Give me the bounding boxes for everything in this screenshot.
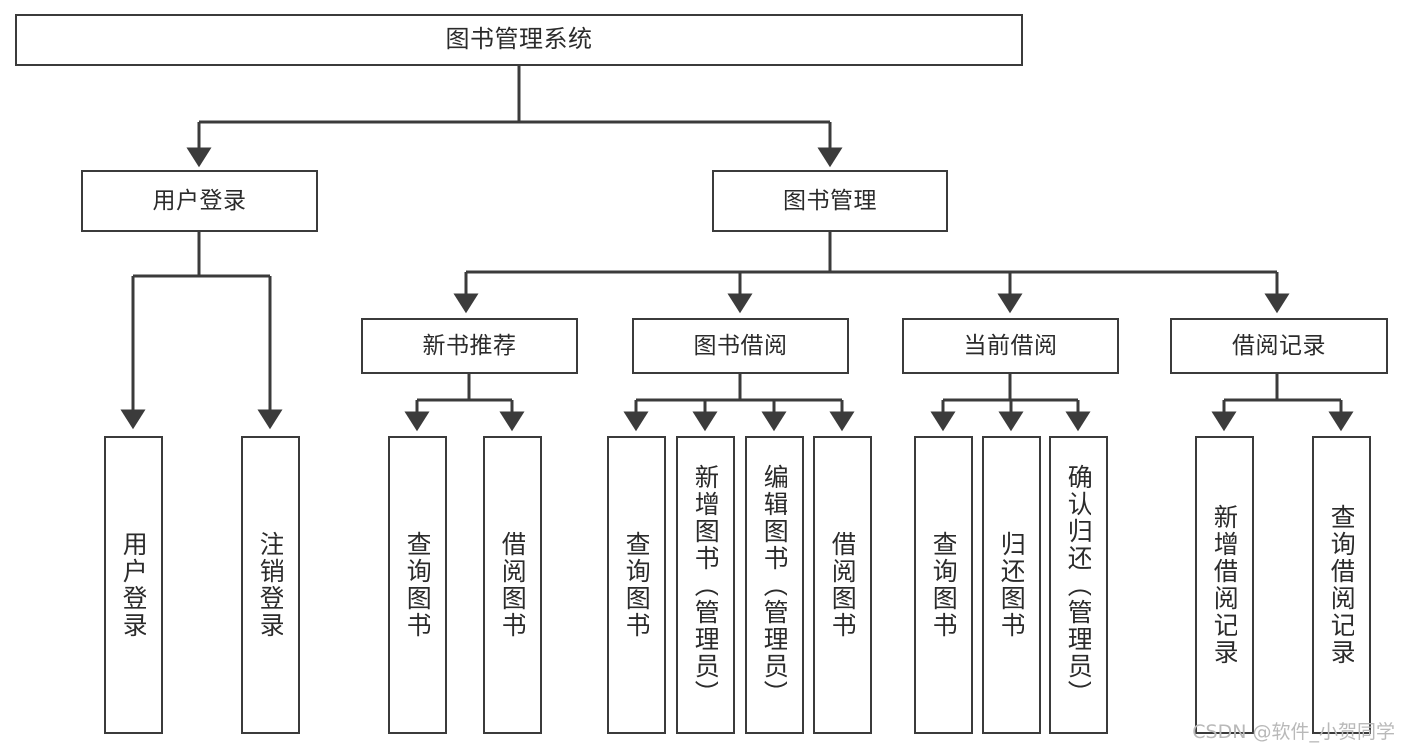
leaf-current-borrow-query-book[interactable]: 查询图书	[914, 436, 973, 734]
node-label: 用户登录	[152, 187, 247, 214]
leaf-borrow-record-query-record[interactable]: 查询借阅记录	[1312, 436, 1371, 734]
node-label: 新增借阅记录	[1211, 504, 1238, 666]
leaf-current-borrow-confirm-return-admin[interactable]: 确认归还（管理员）	[1049, 436, 1108, 734]
leaf-book-borrow-edit-book-admin[interactable]: 编辑图书（管理员）	[745, 436, 804, 734]
leaf-new-book-query-book[interactable]: 查询图书	[388, 436, 447, 734]
leaf-book-borrow-borrow-book[interactable]: 借阅图书	[813, 436, 872, 734]
leaf-new-book-borrow-book[interactable]: 借阅图书	[483, 436, 542, 734]
node-book-management[interactable]: 图书管理	[712, 170, 948, 232]
node-label: 新书推荐	[422, 332, 517, 359]
node-label: 借阅图书	[499, 531, 526, 639]
leaf-book-borrow-add-book-admin[interactable]: 新增图书（管理员）	[676, 436, 735, 734]
leaf-current-borrow-return-book[interactable]: 归还图书	[982, 436, 1041, 734]
node-label: 借阅图书	[829, 531, 856, 639]
node-current-borrow[interactable]: 当前借阅	[902, 318, 1119, 374]
node-label: 图书借阅	[693, 332, 788, 359]
node-label: 确认归还（管理员）	[1065, 463, 1092, 707]
node-label: 编辑图书（管理员）	[761, 463, 788, 707]
node-book-borrow[interactable]: 图书借阅	[632, 318, 849, 374]
watermark-text: CSDN @软件_小贺同学	[1192, 721, 1395, 743]
node-label: 查询借阅记录	[1328, 504, 1355, 666]
node-label: 图书管理系统	[445, 25, 593, 54]
leaf-user-login-login[interactable]: 用户登录	[104, 436, 163, 734]
leaf-borrow-record-add-record[interactable]: 新增借阅记录	[1195, 436, 1254, 734]
node-label: 当前借阅	[963, 332, 1058, 359]
node-label: 归还图书	[998, 531, 1025, 639]
node-borrow-record[interactable]: 借阅记录	[1170, 318, 1388, 374]
node-label: 查询图书	[404, 531, 431, 639]
node-label: 新增图书（管理员）	[692, 463, 719, 707]
leaf-user-login-logout[interactable]: 注销登录	[241, 436, 300, 734]
node-label: 图书管理	[783, 187, 877, 214]
leaf-book-borrow-query-book[interactable]: 查询图书	[607, 436, 666, 734]
node-label: 用户登录	[120, 531, 147, 639]
node-label: 注销登录	[257, 531, 284, 639]
node-label: 查询图书	[623, 531, 650, 639]
node-new-book-recommendation[interactable]: 新书推荐	[361, 318, 578, 374]
node-label: 查询图书	[930, 531, 957, 639]
node-user-login[interactable]: 用户登录	[81, 170, 318, 232]
node-root-book-management-system[interactable]: 图书管理系统	[15, 14, 1023, 66]
node-label: 借阅记录	[1232, 332, 1326, 359]
